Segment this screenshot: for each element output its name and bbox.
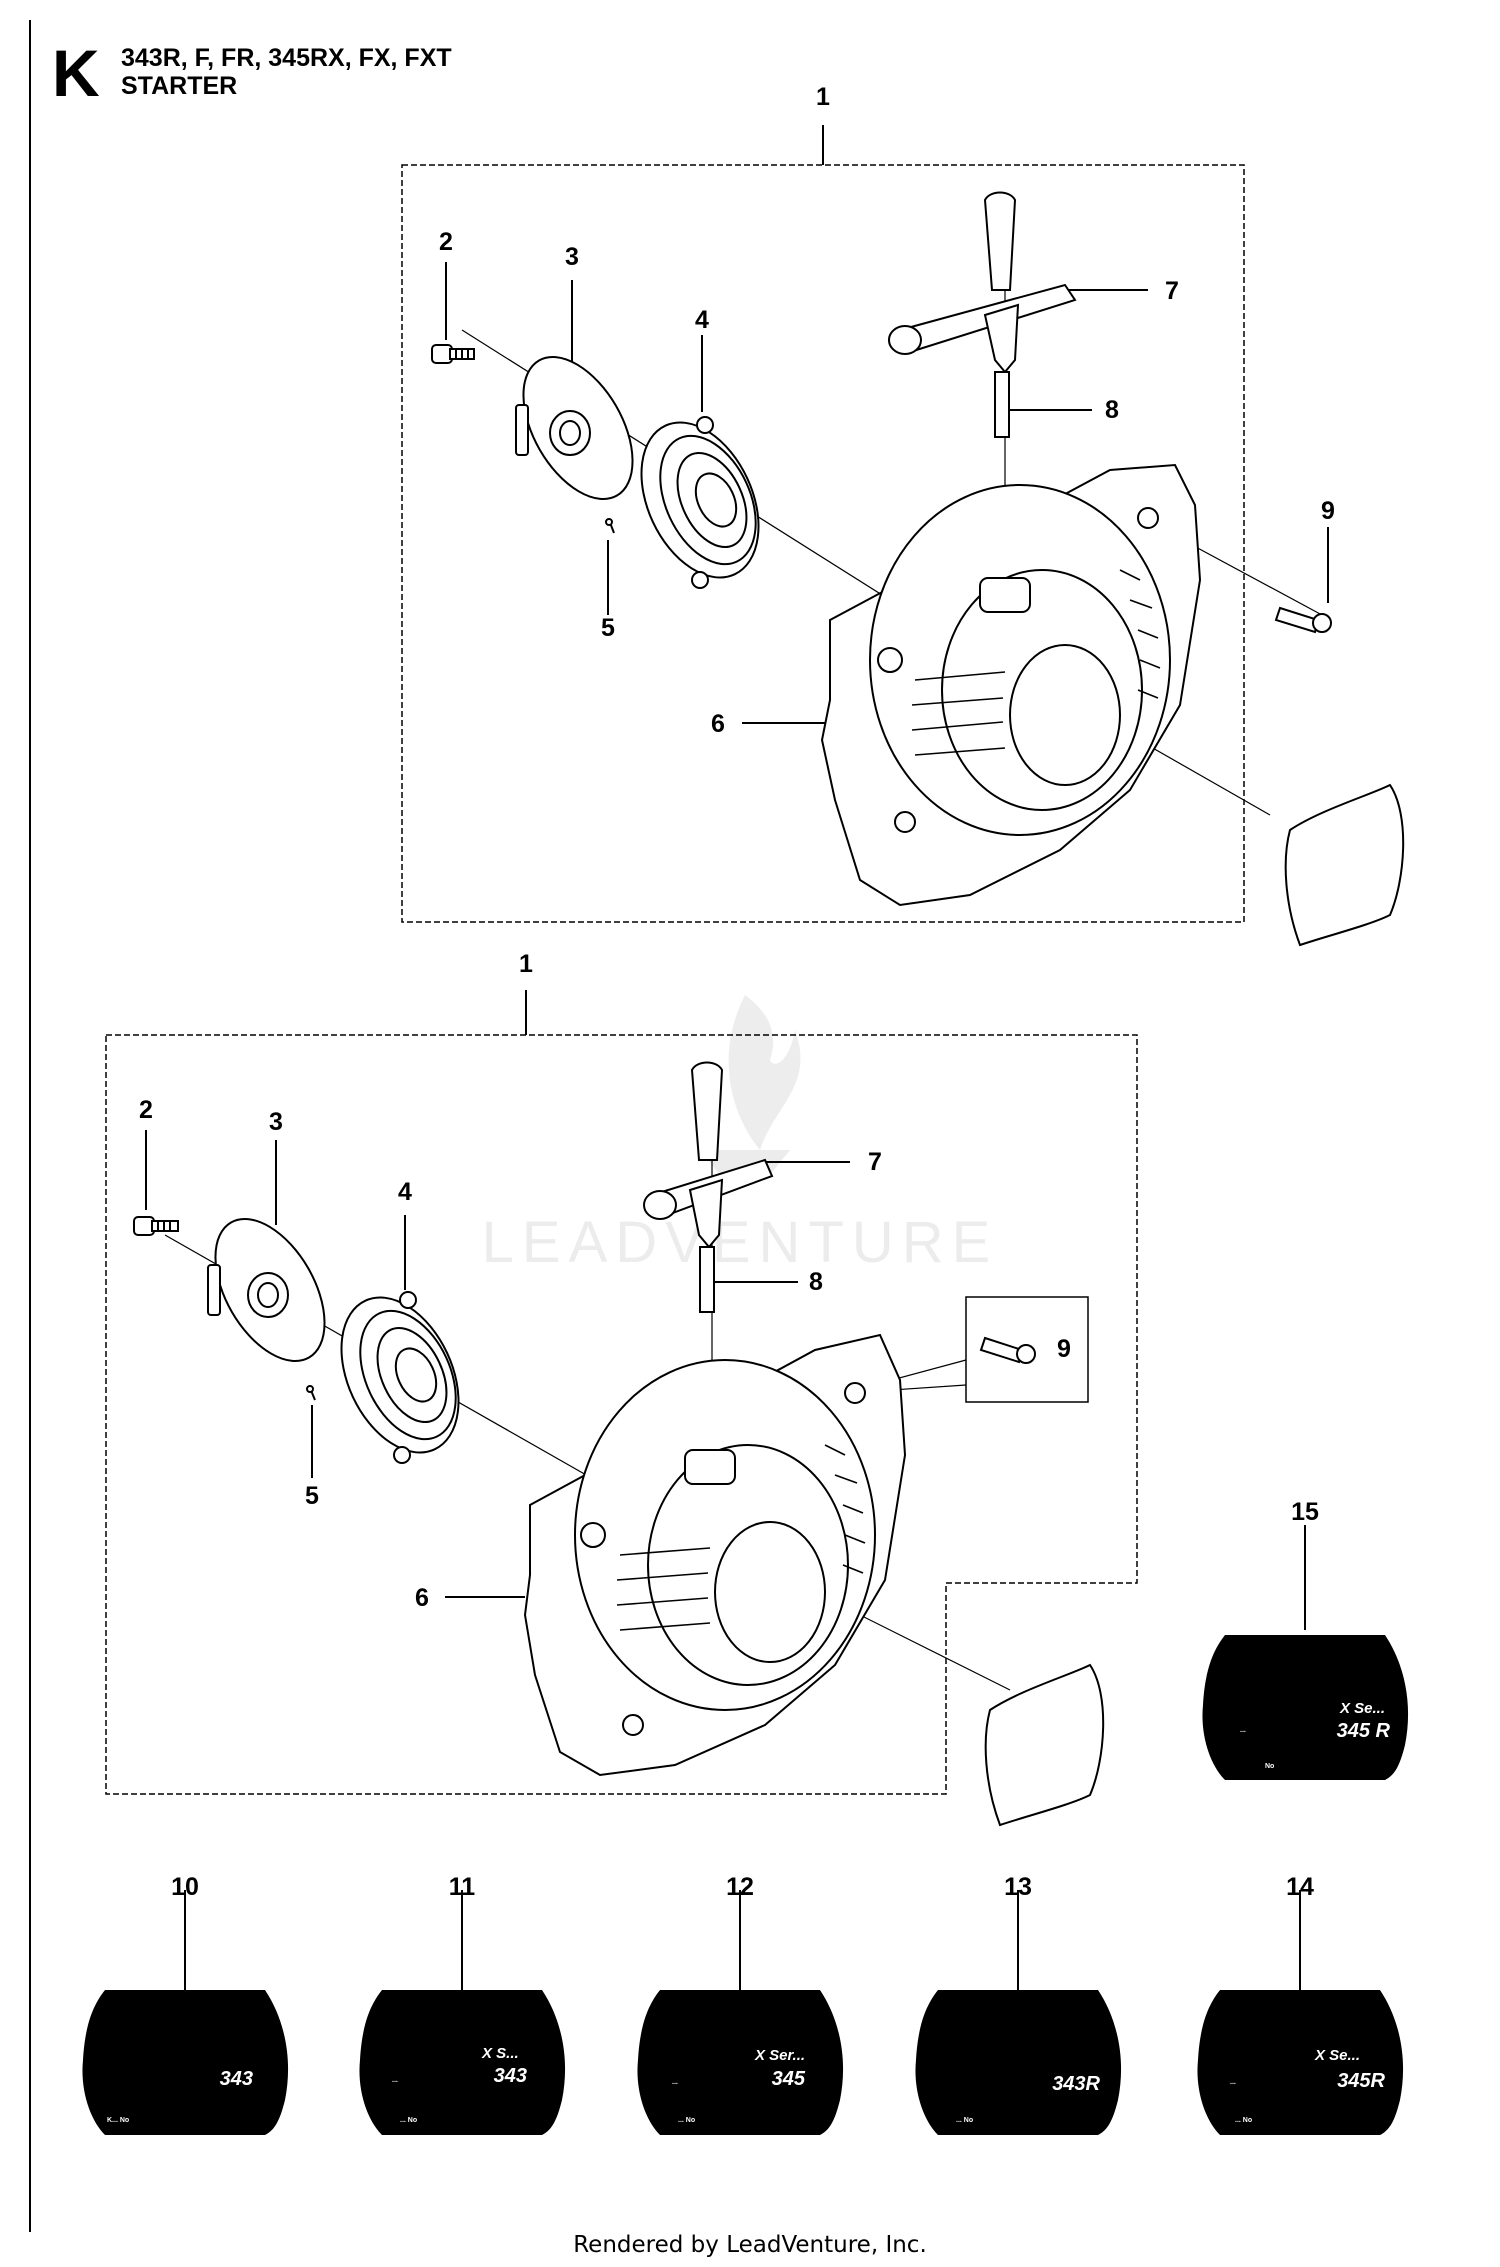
decal-11-line-1: X S... [481,2045,519,2062]
spring-cassette-part-4-b [340,1291,460,1464]
assembly-b-outline [105,1034,1138,1795]
decal-14-line-1: X Se... [1314,2047,1360,2064]
watermark-text: LEADVENTURE [482,1210,999,1275]
bolt-part-2-a [431,344,475,364]
decal-12-number: 12 [726,1873,754,1901]
decal-14: X Se... 345R ... ... No [1197,1890,1404,2135]
callout-3: 3 [269,1108,283,1136]
decal-12: X Ser... 345 ... ... No [637,1890,844,2135]
callout-1: 1 [816,83,830,111]
decal-set: X Se... 345 R ... No 15 343 K... No 10 X… [82,1498,1409,2135]
decal-13-number: 13 [1004,1873,1032,1901]
leadventure-watermark: LEADVENTURE [482,995,999,1275]
pulley-part-3-a [515,355,634,501]
footer-credit: Rendered by LeadVenture, Inc. [573,2232,927,2258]
decal-14-line-3: ... [1230,2079,1236,2086]
callout-7: 7 [1165,277,1179,305]
starter-housing-part-6-a [820,463,1202,907]
starter-assembly-b: 1 2 3 4 5 6 7 8 9 [105,950,1138,1827]
decal-15-line-1: X Se... [1339,1700,1385,1717]
callout-6: 6 [415,1584,429,1612]
decal-11: X S... 343 ... ... No [359,1890,566,2135]
decal-13-line-1: 343R [1052,2073,1100,2095]
decal-14-line-4: ... No [1235,2117,1252,2124]
assembly-a-outline [401,164,1245,923]
decal-15-line-4: No [1265,1763,1274,1770]
callout-7: 7 [868,1148,882,1176]
decal-11-line-3: ... [392,2077,398,2084]
decal-15-line-3: ... [1240,1727,1246,1734]
rope-part-8-b [699,1246,715,1313]
handle-part-7-b [643,1061,774,1249]
spring-cassette-part-4-a [640,416,760,589]
callout-9: 9 [1321,497,1335,525]
screw-part-9-a [1274,606,1332,634]
page-title: STARTER [121,72,238,100]
decal-blank-b [984,1663,1105,1827]
pulley-part-3-b [207,1217,326,1363]
decal-15: X Se... 345 R ... No [1202,1525,1409,1780]
pin-part-5-a [605,518,615,534]
callout-4: 4 [695,306,709,334]
starter-housing-part-6-b [523,1333,907,1777]
decal-12-line-3: ... [672,2079,678,2086]
decal-11-line-2: 343 [494,2065,527,2087]
decal-blank-a [1284,783,1405,947]
callout-4: 4 [398,1178,412,1206]
callout-5: 5 [601,614,615,642]
starter-assembly-a: 1 2 3 4 5 6 7 8 9 [401,83,1405,947]
decal-10-line-1: 343 [220,2068,253,2090]
decal-14-line-2: 345R [1337,2070,1385,2092]
decal-11-line-4: ... No [400,2117,417,2124]
screw-part-9-b [979,1336,1036,1364]
decal-11-number: 11 [449,1873,476,1901]
callout-2: 2 [439,228,453,256]
decal-13: 343R ... No [915,1890,1122,2135]
decal-12-line-1: X Ser... [754,2047,805,2064]
decal-12-line-2: 345 [772,2068,806,2090]
part-9-inset-box [965,1296,1089,1403]
callout-9: 9 [1057,1335,1071,1363]
pin-part-5-b [306,1385,316,1401]
decal-15-line-2: 345 R [1337,1720,1391,1742]
decal-15-number: 15 [1291,1498,1319,1526]
callout-5: 5 [305,1482,319,1510]
decal-14-number: 14 [1286,1873,1314,1901]
decal-13-line-2: ... No [956,2117,973,2124]
section-letter: K [52,36,100,110]
model-list: 343R, F, FR, 345RX, FX, FXT [121,44,452,72]
callout-8: 8 [809,1268,823,1296]
callout-8: 8 [1105,396,1119,424]
decal-12-line-4: ... No [678,2117,695,2124]
callout-3: 3 [565,243,579,271]
decal-10-line-2: K... No [107,2117,129,2124]
bolt-part-2-b [133,1216,179,1236]
callout-2: 2 [139,1096,153,1124]
rope-part-8-a [994,371,1010,438]
callout-1: 1 [519,950,533,978]
callout-6: 6 [711,710,725,738]
decal-10-number: 10 [171,1873,199,1901]
handle-part-7-a [888,191,1077,374]
decal-10: 343 K... No [82,1890,289,2135]
